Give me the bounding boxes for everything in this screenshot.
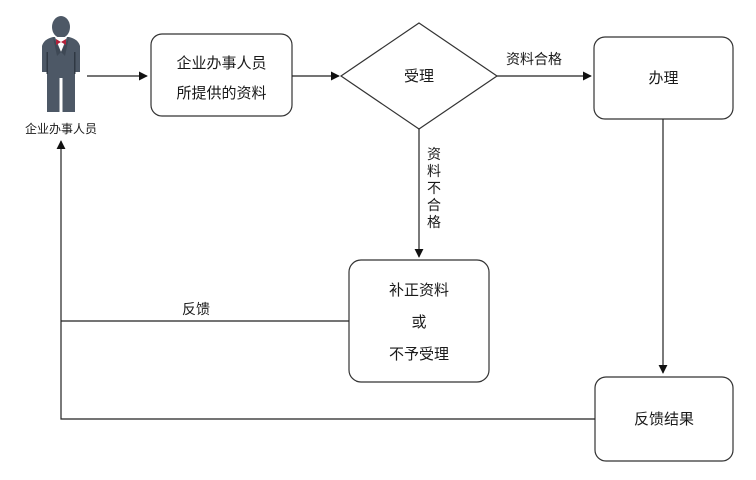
node-process: 办理 [593, 36, 734, 120]
actor-label: 企业办事人员 [25, 121, 97, 136]
node-submitted-materials: 企业办事人员 所提供的资料 [150, 33, 293, 117]
node-correct-or-reject: 补正资料 或 不予受理 [348, 259, 490, 383]
node-submitted-materials-line1: 企业办事人员 [176, 54, 266, 72]
edge-label-unqualified-char: 资 [427, 147, 441, 163]
node-correct-line3: 不予受理 [389, 345, 449, 363]
node-submitted-materials-line2: 所提供的资料 [176, 84, 266, 102]
node-correct-line1: 补正资料 [389, 281, 449, 299]
node-feedback-result: 反馈结果 [594, 376, 734, 462]
node-feedback-result-label: 反馈结果 [634, 410, 694, 428]
edge-label-unqualified-char: 不 [427, 181, 441, 197]
node-correct-line2: 或 [411, 313, 426, 331]
edge-label-unqualified-char: 料 [427, 164, 441, 180]
arrow-result-to-actor [56, 140, 595, 420]
edge-label-qualified: 资料合格 [506, 52, 562, 68]
node-process-label: 办理 [648, 69, 678, 87]
decision-accept: 受理 [339, 22, 499, 130]
edge-label-unqualified: 资 料 不 合 格 [427, 147, 441, 231]
edge-label-feedback: 反馈 [182, 302, 210, 318]
decision-accept-label: 受理 [404, 67, 434, 85]
edge-label-unqualified-char: 合 [427, 198, 441, 214]
businessman-icon [42, 16, 80, 112]
edge-label-unqualified-char: 格 [427, 215, 441, 231]
